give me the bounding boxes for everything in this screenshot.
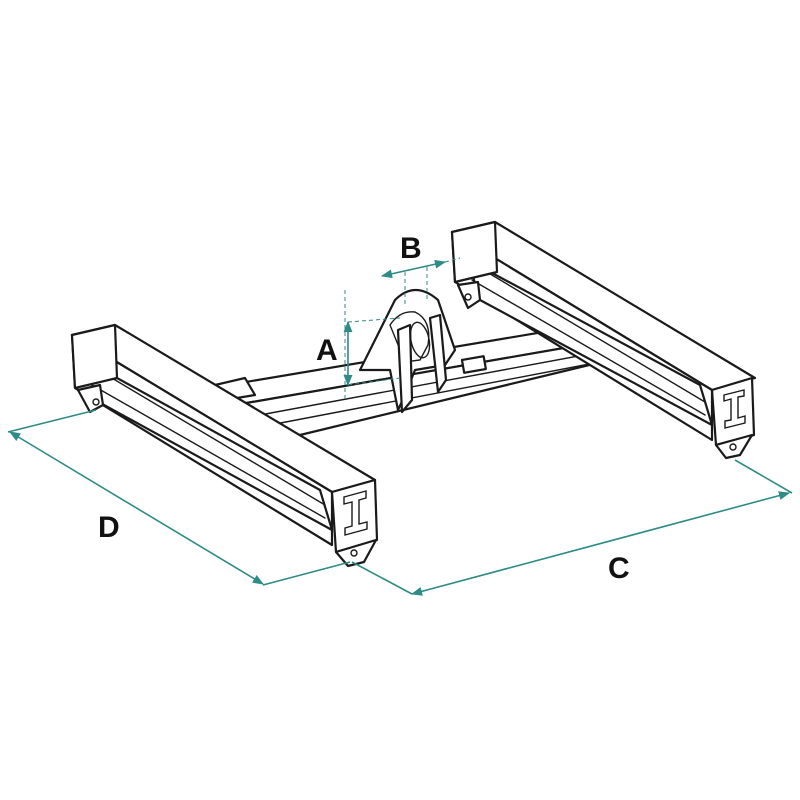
dimension-c xyxy=(351,459,793,596)
dimension-a xyxy=(343,290,401,400)
dimension-b xyxy=(380,257,461,305)
dimension-d xyxy=(7,409,351,586)
back-side-beam xyxy=(450,220,757,460)
lifting-lug xyxy=(358,288,457,414)
dimension-c-label: C xyxy=(608,552,630,585)
dimension-a-label: A xyxy=(316,334,338,367)
dimension-b-label: B xyxy=(400,232,422,265)
dimension-d-label: D xyxy=(98,511,120,544)
